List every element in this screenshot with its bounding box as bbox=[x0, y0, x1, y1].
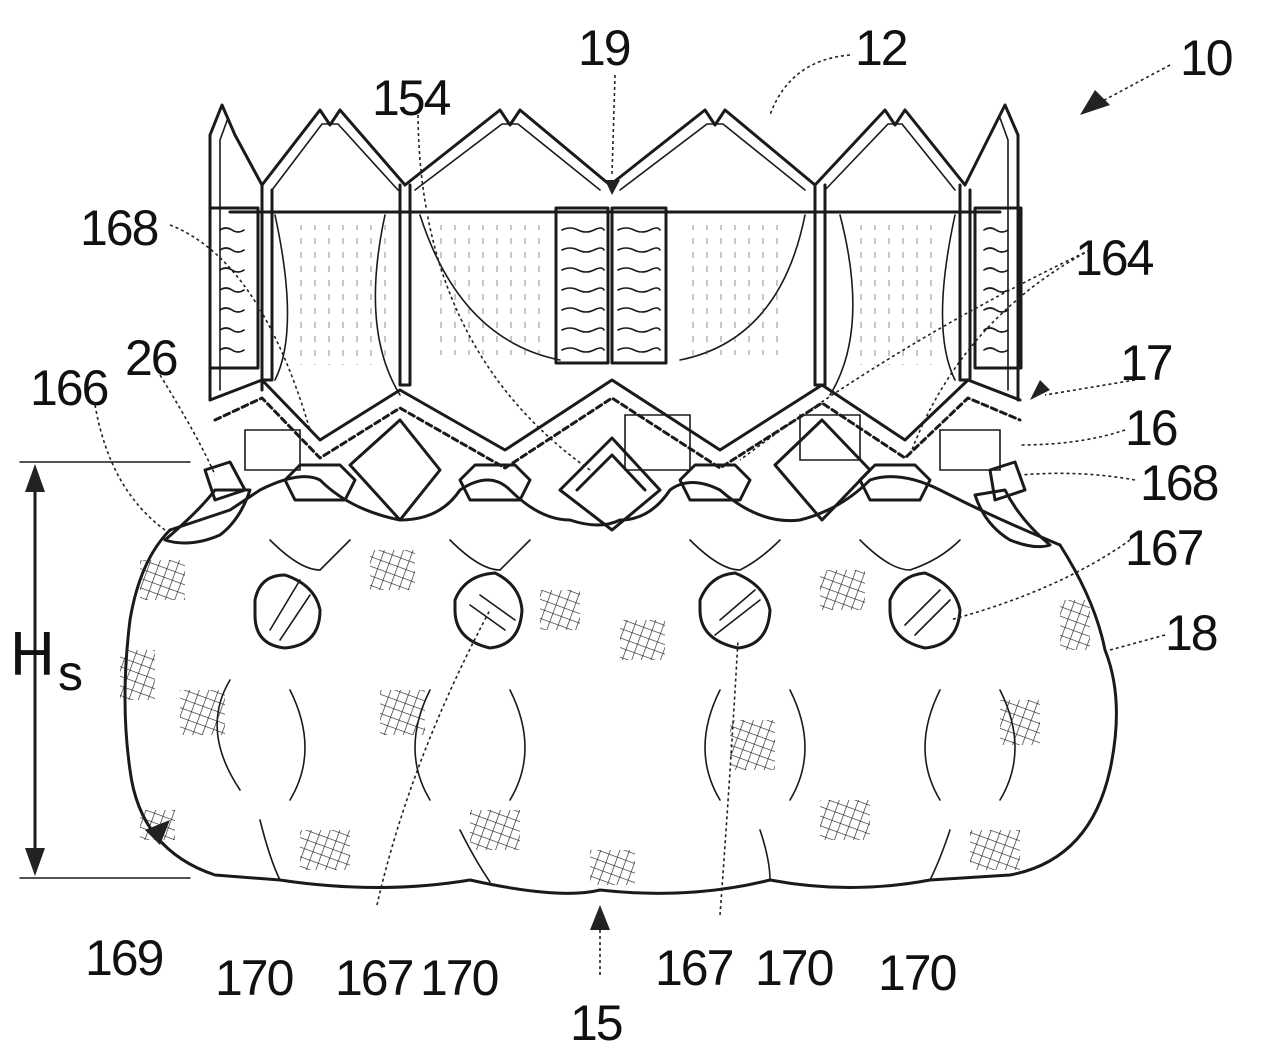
attachment-tabs bbox=[203, 460, 1027, 502]
label-12: 12 bbox=[855, 20, 907, 76]
label-168-left: 168 bbox=[80, 200, 158, 256]
label-167-right: 167 bbox=[1125, 520, 1203, 576]
label-154: 154 bbox=[372, 70, 451, 126]
label-17: 17 bbox=[1120, 335, 1172, 391]
label-170-c: 170 bbox=[755, 940, 833, 996]
label-16: 16 bbox=[1125, 400, 1177, 456]
skirt-pockets bbox=[253, 571, 962, 650]
label-167-a: 167 bbox=[335, 950, 413, 1006]
label-170-a: 170 bbox=[215, 950, 293, 1006]
label-15: 15 bbox=[570, 995, 622, 1051]
label-167-b: 167 bbox=[655, 940, 733, 996]
label-26: 26 bbox=[125, 330, 177, 386]
leader-lines bbox=[94, 54, 1171, 975]
reference-arrows bbox=[145, 90, 1110, 930]
label-166: 166 bbox=[30, 360, 108, 416]
reference-labels: 10 12 19 154 168 164 26 166 17 16 168 16… bbox=[10, 20, 1234, 1051]
label-169: 169 bbox=[85, 930, 163, 986]
label-164: 164 bbox=[1075, 230, 1154, 286]
label-170-d: 170 bbox=[878, 945, 956, 1001]
hs-dimension bbox=[19, 461, 191, 879]
label-18: 18 bbox=[1165, 605, 1217, 661]
leaflets bbox=[274, 214, 956, 396]
label-19: 19 bbox=[578, 20, 630, 76]
label-hs: H bbox=[10, 620, 53, 689]
outer-skirt bbox=[120, 475, 1118, 895]
label-hs-subscript: s bbox=[58, 645, 82, 701]
diamond-windows bbox=[348, 418, 872, 532]
label-10: 10 bbox=[1180, 30, 1232, 86]
label-168-right: 168 bbox=[1140, 455, 1218, 511]
side-flaps bbox=[163, 488, 1052, 549]
label-170-b: 170 bbox=[420, 950, 498, 1006]
commissure-blocks bbox=[208, 206, 1023, 370]
